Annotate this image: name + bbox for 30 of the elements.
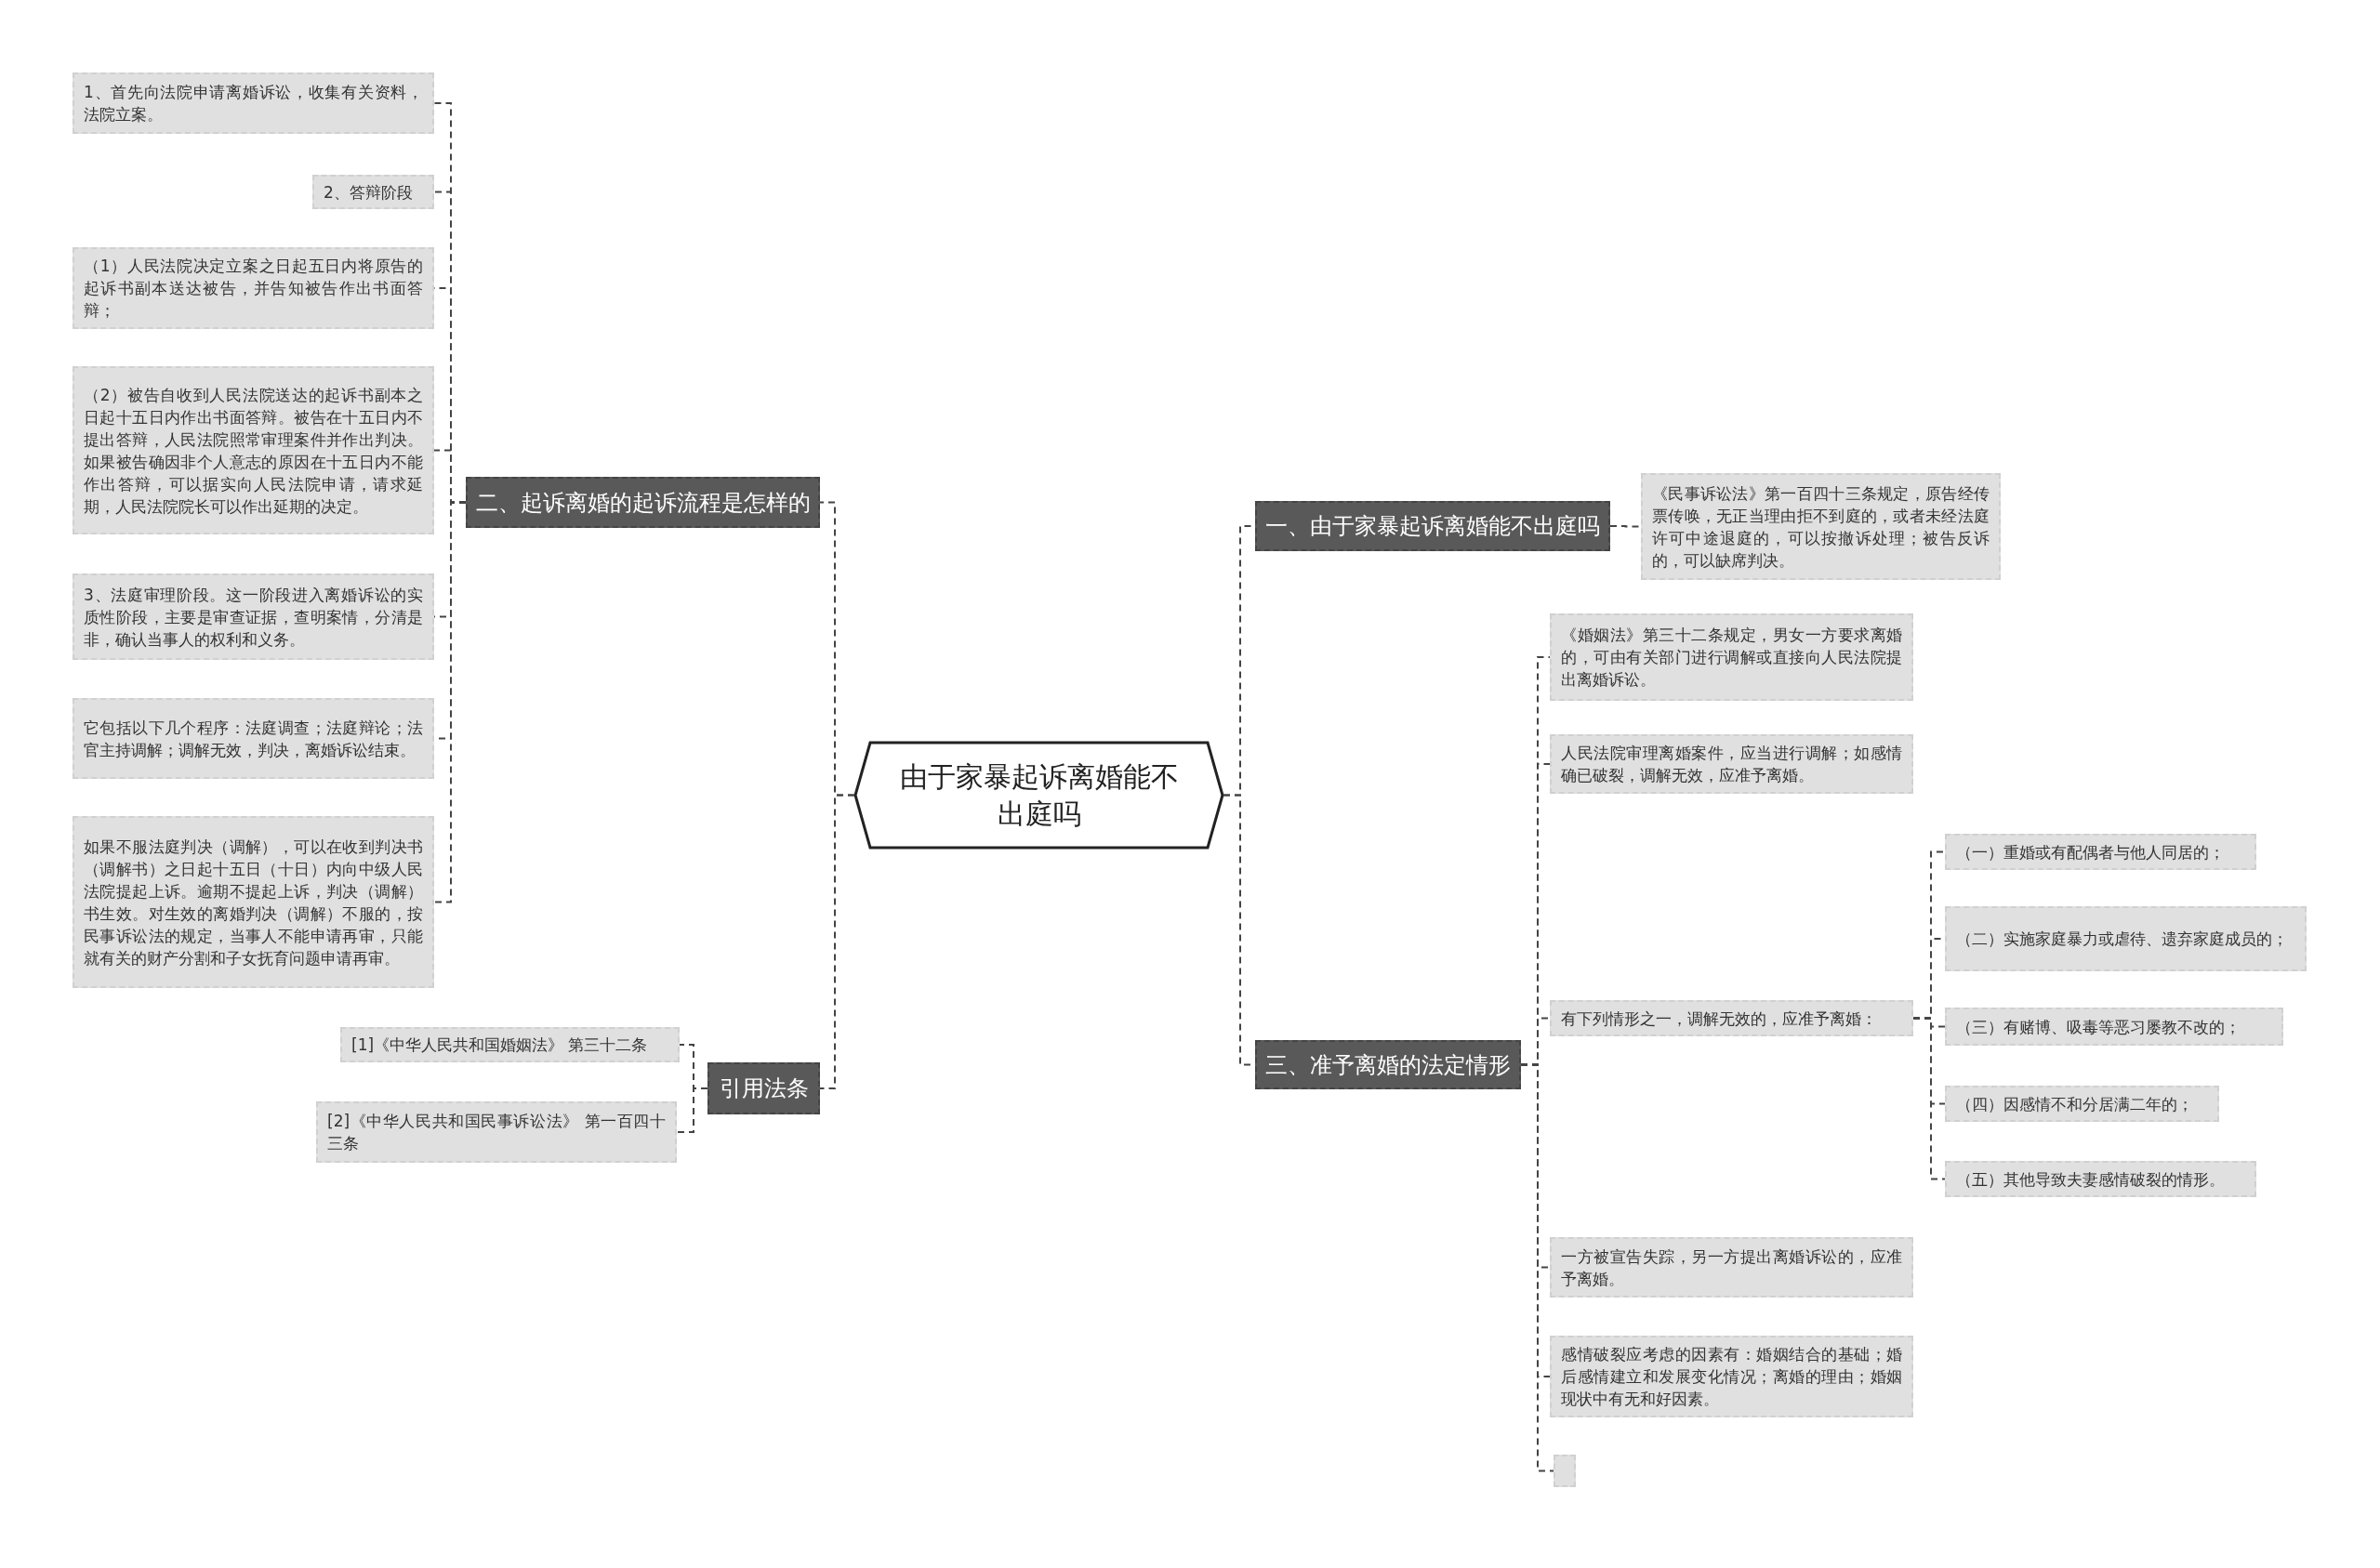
connector-line — [1609, 525, 1642, 528]
note-card: （二）实施家庭暴力或虐待、遗弃家庭成员的； — [1945, 906, 2307, 971]
note-card: 1、首先向法院申请离婚诉讼，收集有关资料，法院立案。 — [73, 72, 434, 134]
note-card: 它包括以下几个程序：法庭调查；法庭辩论；法官主持调解；调解无效，判决，离婚诉讼结束。 — [73, 698, 434, 779]
note-card: 有下列情形之一，调解无效的，应准予离婚： — [1550, 1000, 1913, 1036]
note-card: （三）有赌博、吸毒等恶习屡教不改的； — [1945, 1008, 2283, 1046]
topic-box: 一、由于家暴起诉离婚能不出庭吗 — [1255, 501, 1610, 551]
connector-line — [1912, 1017, 1946, 1180]
note-card: 3、法庭审理阶段。这一阶段进入离婚诉讼的实质性阶段，主要是审查证据，查明案情，分清是非，确认当事人的权利和义务。 — [73, 573, 434, 660]
note-card: 如果不服法庭判决（调解），可以在收到判决书（调解书）之日起十五日（十日）内向中级人民法院提起上诉。逾期不提起上诉，判决（调解）书生效。对生效的离婚判决（调解）不服的，按民事诉讼法的规定，当事人不能申请再审，只能就有关的财产分割和子女抚育问题申请再审。 — [73, 816, 434, 988]
note-card: [1]《中华人民共和国婚姻法》 第三十二条 — [340, 1027, 680, 1062]
connector-line — [819, 794, 855, 1089]
note-card: 人民法院审理离婚案件，应当进行调解；如感情确已破裂，调解无效，应准予离婚。 — [1550, 734, 1913, 794]
note-card: 《婚姻法》第三十二条规定，男女一方要求离婚的，可由有关部门进行调解或直接向人民法院提出离婚诉讼。 — [1550, 613, 1913, 701]
note-card: （2）被告自收到人民法院送达的起诉书副本之日起十五日内作出书面答辩。被告在十五日内不提出答辩，人民法院照常审理案件并作出判决。如果被告确因非个人意志的原因在十五日内不能作出答辩，可以据实向人民法院申请，请求延期，人民法院院长可以作出延期的决定。 — [73, 366, 434, 534]
note-card: （四）因感情不和分居满二年的； — [1945, 1086, 2219, 1122]
note-card: 2、答辩阶段 — [312, 175, 434, 209]
note-card: 《民事诉讼法》第一百四十三条规定，原告经传票传唤，无正当理由拒不到庭的，或者未经法庭许可中途退庭的，可以按撤诉处理；被告反诉的，可以缺席判决。 — [1641, 473, 2001, 580]
empty-box — [1554, 1455, 1576, 1487]
topic-box: 三、准予离婚的法定情形 — [1255, 1040, 1521, 1089]
note-card: 一方被宣告失踪，另一方提出离婚诉讼的，应准予离婚。 — [1550, 1237, 1913, 1298]
note-card: （五）其他导致夫妻感情破裂的情形。 — [1945, 1161, 2256, 1197]
topic-box: 二、起诉离婚的起诉流程是怎样的 — [466, 477, 820, 528]
note-card: [2]《中华人民共和国民事诉讼法》 第一百四十三条 — [316, 1101, 677, 1163]
connector-line — [676, 1087, 708, 1133]
note-card: （1）人民法院决定立案之日起五日内将原告的起诉书副本送达被告，并告知被告作出书面答辩； — [73, 247, 434, 329]
note-card: （一）重婚或有配偶者与他人同居的； — [1945, 834, 2256, 870]
central-topic-hexagon: 由于家暴起诉离婚能不出庭吗 — [854, 741, 1223, 850]
topic-box: 引用法条 — [707, 1062, 820, 1114]
note-card: 感情破裂应考虑的因素有：婚姻结合的基础；婚后感情建立和发展变化情况；离婚的理由；婚姻现状中有无和好因素。 — [1550, 1336, 1913, 1417]
